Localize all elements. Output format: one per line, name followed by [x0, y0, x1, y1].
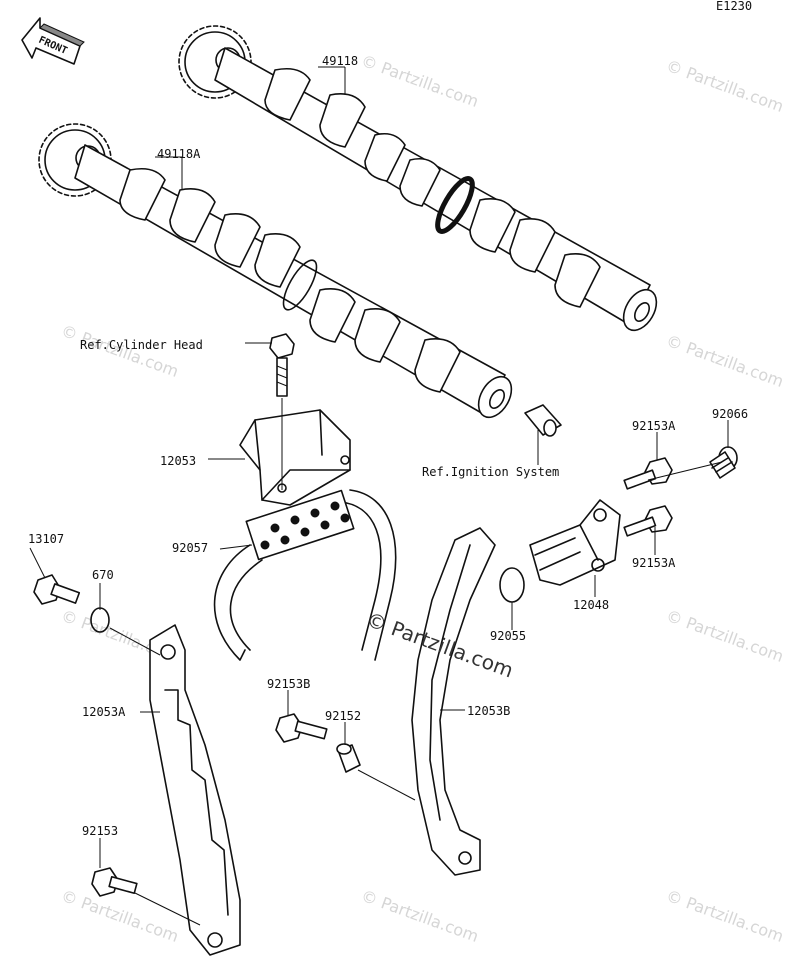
label-12053B: 12053B — [467, 704, 510, 718]
camshaft-49118 — [178, 25, 658, 332]
pin-icon — [524, 404, 562, 437]
label-12053: 12053 — [160, 454, 196, 468]
svg-text:© Partzilla.com: © Partzilla.com — [664, 56, 787, 116]
label-92055: 92055 — [490, 629, 526, 643]
label-92153: 92153 — [82, 824, 118, 838]
part-labels: 49118 49118A Ref.Cylinder Head 12053 Ref… — [28, 54, 748, 838]
chain-tensioner-12048 — [529, 499, 621, 586]
svg-text:© Partzilla.com: © Partzilla.com — [664, 331, 787, 391]
label-12053A: 12053A — [82, 705, 126, 719]
front-arrow-icon: FRONT — [21, 17, 85, 65]
label-12048: 12048 — [573, 598, 609, 612]
cam-chain-92057 — [213, 489, 397, 661]
label-49118: 49118 — [322, 54, 358, 68]
svg-text:© Partzilla.com: © Partzilla.com — [664, 886, 787, 946]
svg-text:© Partzilla.com: © Partzilla.com — [59, 886, 182, 946]
bolt-13107 — [33, 574, 81, 605]
svg-text:© Partzilla.com: © Partzilla.com — [359, 886, 482, 946]
label-92066: 92066 — [712, 407, 748, 421]
label-ref-cylinder-head: Ref.Cylinder Head — [80, 338, 203, 352]
collar-92152 — [336, 743, 361, 773]
chain-guide-12053B — [411, 527, 496, 876]
leader-lines — [29, 66, 729, 926]
chain-guide-12053A — [149, 624, 241, 956]
label-92153A-bottom: 92153A — [632, 556, 676, 570]
label-ref-ignition-system: Ref.Ignition System — [422, 465, 559, 479]
label-92153B: 92153B — [267, 677, 310, 691]
label-92152: 92152 — [325, 709, 361, 723]
diagram-code: E1230 — [716, 0, 752, 13]
svg-text:© Partzilla.com: © Partzilla.com — [664, 606, 787, 666]
bolt-92153A-bottom — [623, 505, 673, 537]
label-92153A-top: 92153A — [632, 419, 676, 433]
camshaft-holder-12053 — [239, 409, 351, 506]
label-13107: 13107 — [28, 532, 64, 546]
bolt-icon — [269, 333, 295, 397]
bolt-92153 — [91, 867, 138, 897]
camshaft-49118A — [38, 123, 513, 419]
label-49118A: 49118A — [157, 147, 201, 161]
o-ring-92055 — [499, 567, 525, 603]
label-92057: 92057 — [172, 541, 208, 555]
bolt-92153B — [275, 713, 328, 743]
bolt-92153A-top — [623, 457, 673, 490]
svg-text:© Partzilla.com: © Partzilla.com — [359, 51, 482, 111]
label-670: 670 — [92, 568, 114, 582]
plug-92066 — [709, 446, 738, 479]
